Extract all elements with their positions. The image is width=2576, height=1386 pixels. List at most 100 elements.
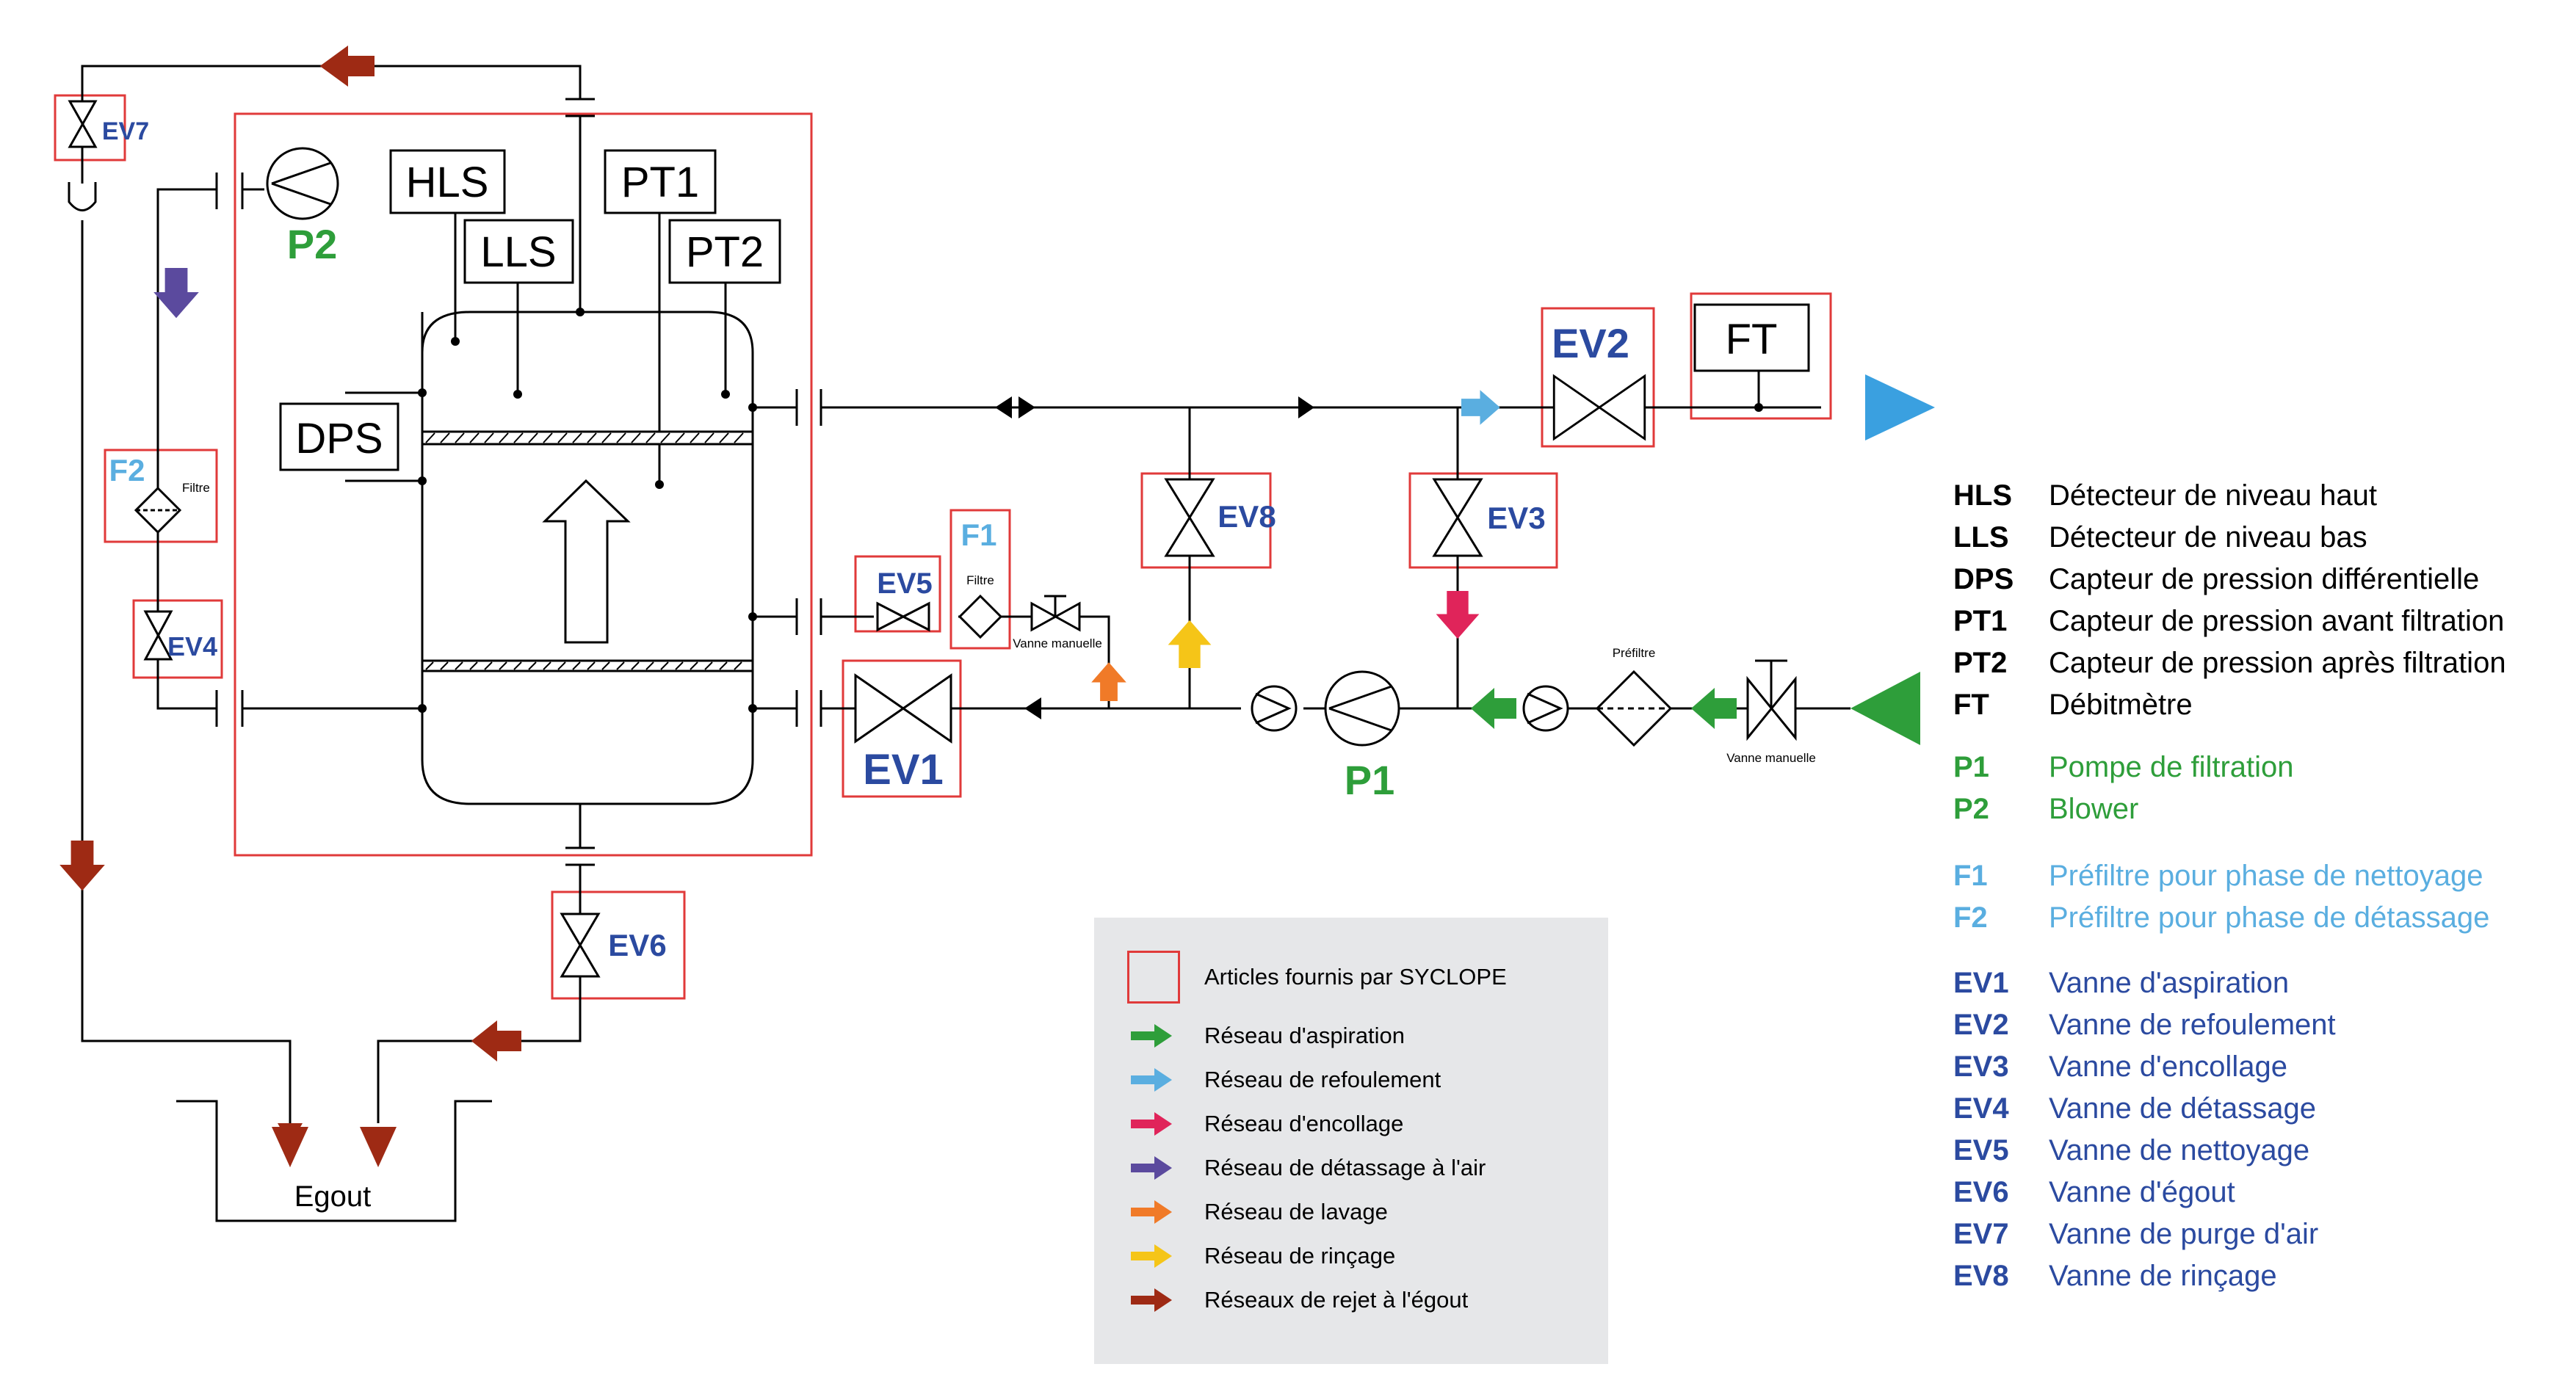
glossary-code: PT1: [1953, 605, 2008, 637]
glossary-desc: Vanne de rinçage: [2049, 1260, 2277, 1292]
glossary-code: P1: [1953, 751, 1989, 783]
legend-arrow-icon: [1131, 1068, 1172, 1092]
glossary-row: EV2 Vanne de refoulement: [1953, 1006, 2570, 1043]
ev7-label: EV7: [102, 117, 149, 145]
glossary-desc: Vanne d'encollage: [2049, 1051, 2287, 1083]
legend-item-detassage: Réseau de détassage à l'air: [1204, 1155, 1486, 1180]
glossary-desc: Détecteur de niveau bas: [2049, 521, 2367, 554]
ev5-label: EV5: [877, 567, 933, 600]
arrow-suction-2: [1691, 688, 1737, 729]
glossary-code: EV5: [1953, 1134, 2009, 1167]
legend-arrow-icon: [1131, 1156, 1172, 1180]
glossary-code: P2: [1953, 793, 1989, 825]
inlet-triangle: [1850, 672, 1920, 745]
arrow-sewer-top: [319, 46, 375, 87]
glossary-code: PT2: [1953, 647, 2008, 679]
manual-valve-large-label: Vanne manuelle: [1726, 751, 1816, 765]
ev4-label: EV4: [167, 631, 217, 661]
glossary-row: FT Débitmètre: [1953, 686, 2570, 723]
glossary-desc: Vanne d'égout: [2049, 1176, 2235, 1208]
syclope-frames: [54, 94, 1832, 1000]
legend-item-egout: Réseaux de rejet à l'égout: [1204, 1287, 1469, 1313]
f1-label: F1: [960, 518, 996, 552]
valve-ev7: [68, 100, 98, 148]
glossary-code: DPS: [1953, 563, 2014, 595]
valve-ev5: [876, 601, 930, 632]
glossary-code: LLS: [1953, 521, 2009, 554]
instrument-boxes: [279, 149, 1810, 471]
glossary-code: F1: [1953, 860, 1988, 892]
glossary-desc: Préfiltre pour phase de nettoyage: [2049, 860, 2483, 892]
legend-item-aspiration: Réseau d'aspiration: [1204, 1023, 1405, 1048]
legend-item-refoulement: Réseau de refoulement: [1204, 1067, 1441, 1092]
p2-label: P2: [287, 221, 338, 267]
glossary-desc: Pompe de filtration: [2049, 751, 2294, 783]
glossary-row: P2 Blower: [1953, 791, 2570, 827]
arrow-suction-1: [1471, 688, 1516, 729]
hls-label: HLS: [406, 159, 489, 206]
glossary-desc: Vanne de nettoyage: [2049, 1134, 2310, 1167]
legend-item-syclope: Articles fournis par SYCLOPE: [1204, 964, 1507, 990]
ev3-label: EV3: [1487, 501, 1545, 535]
manual-valve-small-label: Vanne manuelle: [1013, 636, 1102, 650]
pipe-direction-markers: [995, 396, 1314, 719]
p1-label: P1: [1345, 757, 1395, 803]
dps-label: DPS: [295, 415, 383, 462]
glossary-desc: Vanne de purge d'air: [2049, 1218, 2319, 1250]
p1-pump: [1324, 670, 1400, 747]
pt1-label: PT1: [621, 159, 699, 206]
arrow-washing: [1091, 662, 1126, 701]
glossary-desc: Vanne de détassage: [2049, 1092, 2317, 1125]
glossary-row: LLS Détecteur de niveau bas: [1953, 519, 2570, 556]
f2-label: F2: [109, 453, 145, 487]
pt2-label: PT2: [686, 228, 764, 276]
prefilter-label: Préfiltre: [1613, 646, 1656, 660]
p2-blower: [266, 147, 339, 220]
glossary-row: EV8 Vanne de rinçage: [1953, 1258, 2570, 1294]
valve-ev3: [1433, 478, 1483, 557]
filter-f1: [958, 594, 1003, 639]
glossary-code: EV2: [1953, 1009, 2009, 1041]
glossary-desc: Blower: [2049, 793, 2139, 825]
glossary-code: FT: [1953, 689, 1989, 721]
ev8-label: EV8: [1218, 499, 1276, 534]
ev1-label: EV1: [863, 746, 944, 794]
legend: Articles fournis par SYCLOPE Réseau d'as…: [1094, 918, 1608, 1364]
glossary-row: P1 Pompe de filtration: [1953, 749, 2570, 785]
glossary-row: F1 Préfiltre pour phase de nettoyage: [1953, 857, 2570, 894]
legend-item-lavage: Réseau de lavage: [1204, 1199, 1388, 1224]
sewer-arrow-left-b: [272, 1127, 308, 1167]
legend-syclope-box-icon: [1127, 951, 1180, 1004]
glossary-desc: Vanne d'aspiration: [2049, 967, 2290, 999]
outlet-triangle: [1865, 374, 1935, 440]
tank-filter-media: [421, 430, 754, 672]
arrow-sizing: [1436, 591, 1480, 639]
glossary-desc: Capteur de pression différentielle: [2049, 563, 2480, 595]
f1-filter-label: Filtre: [966, 573, 994, 587]
junction-dots: [418, 308, 1763, 713]
valve-ev6: [560, 912, 601, 978]
glossary-desc: Débitmètre: [2049, 689, 2193, 721]
glossary-desc: Détecteur de niveau haut: [2049, 479, 2377, 512]
glossary-code: EV8: [1953, 1260, 2009, 1292]
arrow-sewer-left: [59, 841, 105, 891]
glossary-code: EV3: [1953, 1051, 2009, 1083]
legend-arrow-icon: [1131, 1024, 1172, 1048]
ft-label: FT: [1726, 316, 1778, 363]
valve-ev8: [1165, 478, 1215, 557]
glossary-desc: Préfiltre pour phase de détassage: [2049, 901, 2490, 934]
legend-item-encollage: Réseau d'encollage: [1204, 1111, 1404, 1136]
legend-item-rincage: Réseau de rinçage: [1204, 1243, 1396, 1269]
manual-valve-small: [1030, 595, 1081, 632]
flow-up-arrow: [542, 479, 631, 644]
glossary-row: DPS Capteur de pression différentielle: [1953, 561, 2570, 598]
check-valves: [1251, 685, 1569, 732]
arrow-rinsing: [1168, 620, 1212, 668]
glossary-desc: Vanne de refoulement: [2049, 1009, 2336, 1041]
manual-valve-large: [1746, 659, 1797, 741]
